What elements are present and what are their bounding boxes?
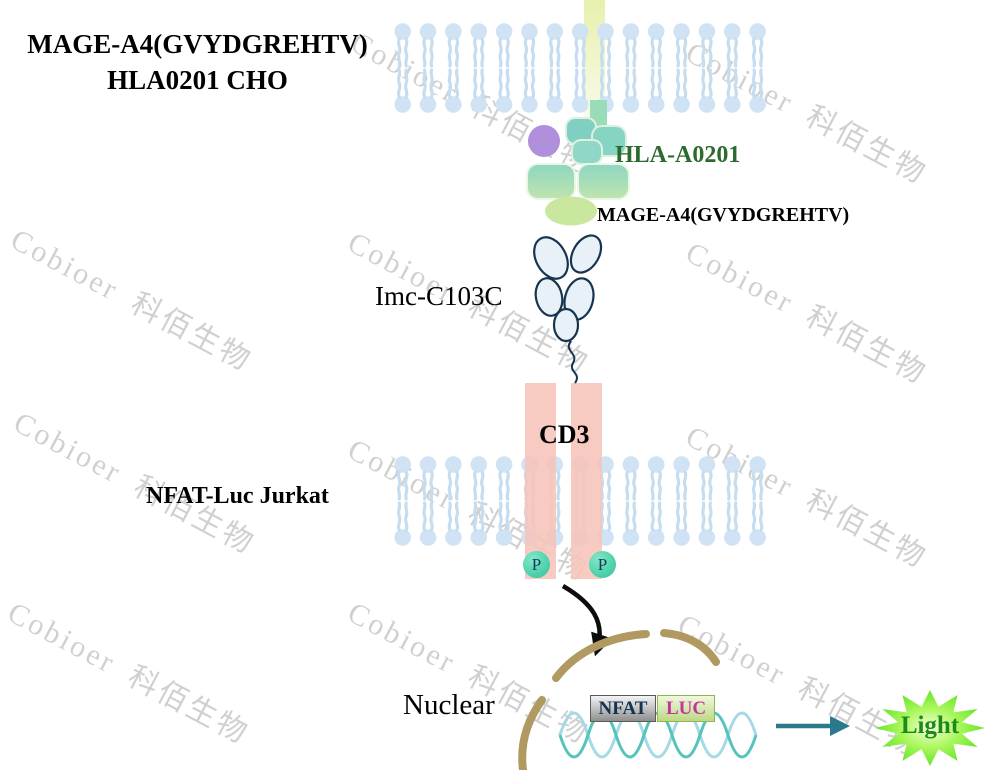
phospho-badge-right: P xyxy=(589,551,616,578)
b2m-purple-circle xyxy=(528,125,560,157)
nuclear-label: Nuclear xyxy=(403,689,495,721)
hla-complex xyxy=(526,100,630,226)
nuclear-envelope xyxy=(518,629,720,770)
linker-squiggle xyxy=(567,340,578,384)
cho-cell-label-line1: MAGE-A4(GVYDGREHTV) xyxy=(27,29,368,59)
signal-arrow xyxy=(561,584,613,657)
antibody-label: Imc-C103C xyxy=(375,281,503,311)
antibody-molecule xyxy=(533,234,603,343)
peptide-ellipse xyxy=(545,196,597,226)
phospho-badge-left: P xyxy=(523,551,550,578)
light-output-label: Light xyxy=(900,712,960,739)
nfat-gene-box: NFAT xyxy=(590,695,656,722)
light-starburst xyxy=(875,690,985,766)
hla-a0201-label: HLA-A0201 xyxy=(615,142,741,168)
jurkat-cell-label: NFAT-Luc Jurkat xyxy=(146,483,329,509)
cho-cell-label-line2: HLA0201 CHO xyxy=(107,65,288,95)
cho-cell-label: MAGE-A4(GVYDGREHTV) HLA0201 CHO xyxy=(5,26,390,98)
mage-peptide-label: MAGE-A4(GVYDGREHTV) xyxy=(597,204,850,226)
cd3-label: CD3 xyxy=(539,420,590,449)
cd3-receptor xyxy=(525,383,602,579)
luc-gene-box: LUC xyxy=(657,695,715,722)
